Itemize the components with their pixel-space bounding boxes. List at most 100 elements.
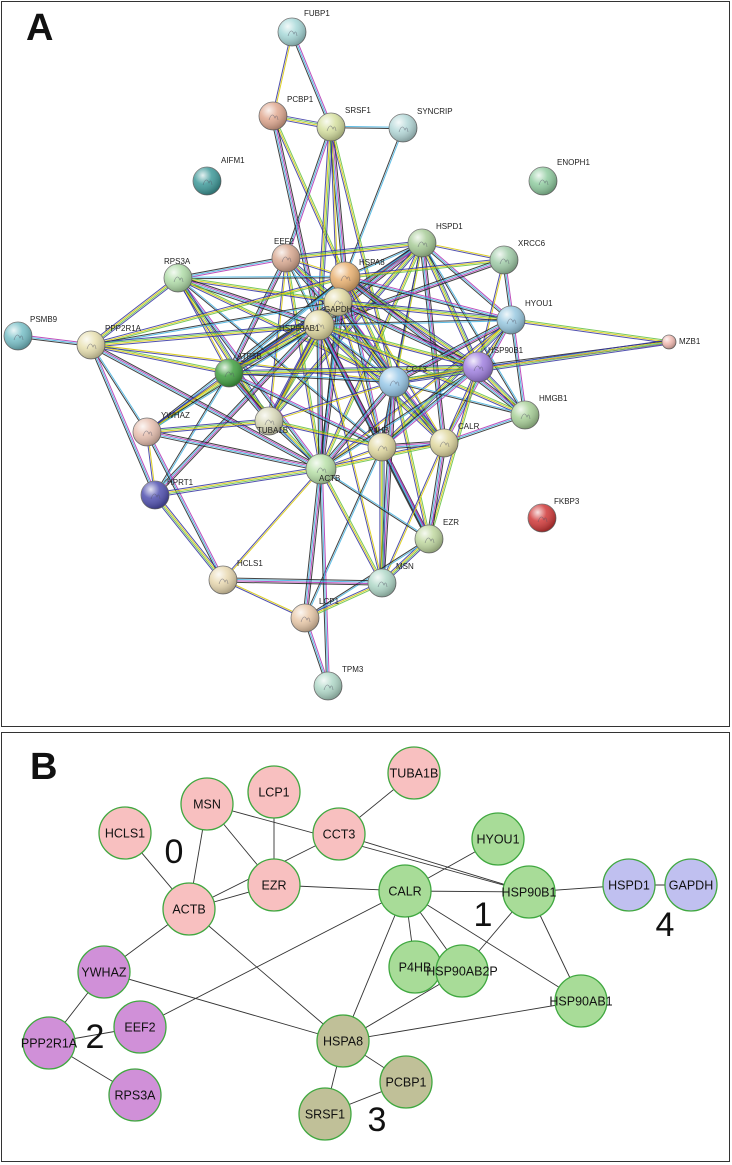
edge-strand [273, 115, 347, 277]
node-atp5b[interactable]: ATP5B [214, 352, 262, 388]
cluster-node-msn[interactable]: MSN [180, 777, 234, 831]
node-hprt1[interactable]: HPRT1 [140, 478, 194, 510]
cluster-node-hcls1[interactable]: HCLS1 [98, 806, 152, 860]
node-eef2[interactable]: EEF2 [271, 237, 301, 273]
edge-strand [155, 494, 224, 580]
edge-strand [320, 468, 383, 584]
node-label: SYNCRIP [417, 107, 453, 116]
node-gapdh[interactable]: GAPDH [323, 287, 353, 317]
cluster-node-cct3[interactable]: CCT3 [312, 807, 366, 861]
cluster-node-lcp1[interactable]: LCP1 [247, 765, 301, 819]
node-p4hb[interactable]: P4HB [367, 426, 397, 462]
edge-ywhaz-actb [146, 429, 322, 472]
edge-strand [305, 539, 430, 620]
structure-icon [340, 275, 351, 282]
cluster-node-calr[interactable]: CALR [378, 864, 432, 918]
node-hcls1[interactable]: HCLS1 [208, 559, 263, 595]
node-hspd1[interactable]: HSPD1 [407, 222, 463, 258]
cluster-node-ezr[interactable]: EZR [247, 858, 301, 912]
node-msn[interactable]: MSN [367, 562, 414, 598]
node-cct3[interactable]: CCT3 [378, 365, 427, 398]
cluster-node-hsp90ab2p[interactable]: HSP90AB2P [426, 944, 498, 998]
edge-strand [322, 383, 396, 471]
edge-strand [321, 382, 395, 470]
cluster-node-ywhaz[interactable]: YWHAZ [77, 945, 131, 999]
edge-strand [510, 319, 670, 343]
edge-strand [229, 258, 288, 374]
edge-strand [89, 345, 155, 496]
structure-icon [268, 114, 279, 121]
edge-strand [89, 346, 321, 472]
node-hsp90ab1[interactable]: HSP90AB1 [279, 309, 335, 341]
node-label: HPRT1 [167, 478, 194, 487]
node-hspa8[interactable]: HSPA8 [329, 258, 385, 293]
node-xrcc6[interactable]: XRCC6 [489, 239, 546, 275]
cluster-node-gapdh[interactable]: GAPDH [664, 858, 718, 912]
cluster-node-label: HCLS1 [105, 827, 145, 841]
cluster-node-p4hb[interactable]: P4HB [388, 940, 442, 994]
node-syncrip[interactable]: SYNCRIP [388, 107, 453, 143]
node-fkbp3[interactable]: FKBP3 [527, 497, 580, 533]
cluster-node-eef2[interactable]: EEF2 [113, 1000, 167, 1054]
node-tpm3[interactable]: TPM3 [313, 665, 364, 701]
node-ppp2r1a[interactable]: PPP2R1A [76, 324, 142, 360]
edge-cct3-msn [379, 381, 397, 584]
edge-strand [222, 581, 382, 586]
cluster-node-label: LCP1 [258, 786, 289, 800]
node-calr[interactable]: CALR [429, 422, 480, 458]
edge-strand [338, 299, 512, 319]
cluster-node-circle [502, 865, 556, 919]
node-lcp1[interactable]: LCP1 [290, 597, 340, 633]
edge-strand [319, 127, 333, 326]
cluster-node-actb[interactable]: ACTB [162, 882, 216, 936]
node-psmb9[interactable]: PSMB9 [3, 315, 58, 351]
cluster-node-rps3a[interactable]: RPS3A [108, 1068, 162, 1122]
edge-strand [319, 380, 393, 468]
edge-cct3-ezr [392, 381, 431, 540]
node-enoph1[interactable]: ENOPH1 [528, 158, 590, 196]
edge-strand [321, 320, 512, 470]
cluster-node-label: PCBP1 [386, 1076, 427, 1090]
cluster-node-hspa8[interactable]: HSPA8 [316, 1014, 370, 1068]
cluster-node-hyou1[interactable]: HYOU1 [471, 812, 525, 866]
cluster-node-hsp90ab1[interactable]: HSP90AB1 [549, 974, 613, 1028]
node-pcbp1[interactable]: PCBP1 [258, 95, 314, 131]
cluster-node-label: P4HB [399, 961, 432, 975]
cluster-node-pcbp1[interactable]: PCBP1 [379, 1055, 433, 1109]
edge-strand [179, 276, 272, 421]
edge-strand [146, 431, 224, 581]
cluster-number-2: 2 [86, 1018, 105, 1056]
cluster-node-ppp2r1a[interactable]: PPP2R1A [21, 1016, 78, 1070]
structure-icon [506, 318, 517, 325]
cluster-node-hsp90b1[interactable]: HSP90B1 [502, 865, 557, 919]
node-tuba1b[interactable]: TUBA1B [254, 406, 288, 436]
edge-strand [317, 126, 331, 325]
edge-strand [336, 302, 382, 448]
cluster-node-srsf1[interactable]: SRSF1 [298, 1087, 352, 1141]
edge-p4hb-ezr [380, 446, 431, 540]
node-hyou1[interactable]: HYOU1 [496, 299, 553, 335]
node-hsp90b1[interactable]: HSP90B1 [462, 346, 524, 383]
edge-strand [156, 493, 226, 580]
node-gloss [304, 310, 334, 340]
node-ywhaz[interactable]: YWHAZ [132, 411, 190, 447]
node-fubp1[interactable]: FUBP1 [277, 9, 330, 47]
node-aifm1[interactable]: AIFM1 [192, 156, 245, 196]
edge-calr-ezr [426, 442, 447, 540]
edge-strand [303, 446, 382, 618]
edge-strand [503, 259, 526, 416]
cluster-node-tuba1b[interactable]: TUBA1B [387, 746, 441, 800]
cluster-node-circle [379, 1055, 433, 1109]
node-srsf1[interactable]: SRSF1 [316, 106, 371, 142]
node-mzb1[interactable]: MZB1 [661, 334, 701, 350]
cluster-node-hspd1[interactable]: HSPD1 [602, 858, 656, 912]
node-hmgb1[interactable]: HMGB1 [510, 394, 568, 430]
edge-rps3a-gapdh [177, 276, 339, 304]
node-actb[interactable]: ACTB [305, 453, 340, 485]
node-rps3a[interactable]: RPS3A [163, 257, 193, 293]
edge-strand [271, 116, 319, 326]
edge-strand [178, 276, 323, 469]
node-ezr[interactable]: EZR [414, 518, 459, 554]
